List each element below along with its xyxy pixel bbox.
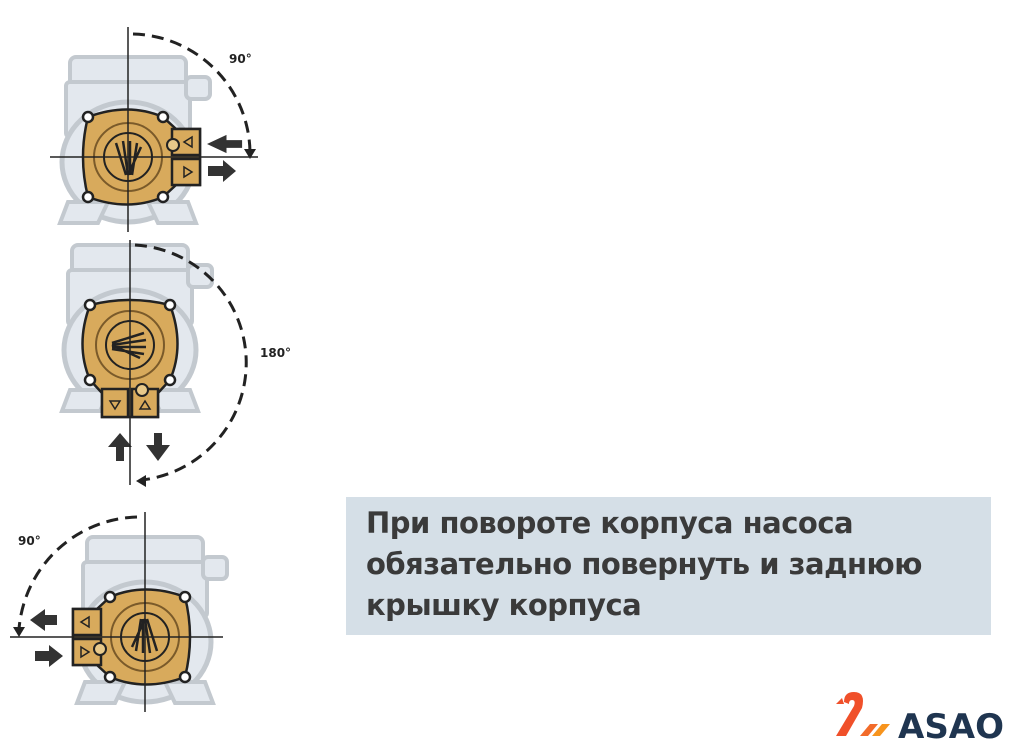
- pump-diagram-90-cw: [50, 27, 258, 232]
- note-line-2: обязательно повернуть и заднюю: [366, 547, 922, 581]
- angle-label-90-cw: 90°: [229, 52, 252, 66]
- note-line-3: крышку корпуса: [366, 588, 642, 622]
- note-line-1: При повороте корпуса насоса: [366, 506, 854, 540]
- angle-label-180: 180°: [260, 346, 291, 360]
- warning-note: При повороте корпуса насоса обязательно …: [346, 497, 991, 635]
- svg-text:ASAO: ASAO: [898, 707, 1004, 742]
- angle-label-90-ccw: 90°: [18, 534, 41, 548]
- pump-diagram-180: [62, 240, 248, 487]
- pump-diagram-90-ccw: [10, 512, 227, 712]
- asao-logo: ASAO: [836, 692, 1004, 742]
